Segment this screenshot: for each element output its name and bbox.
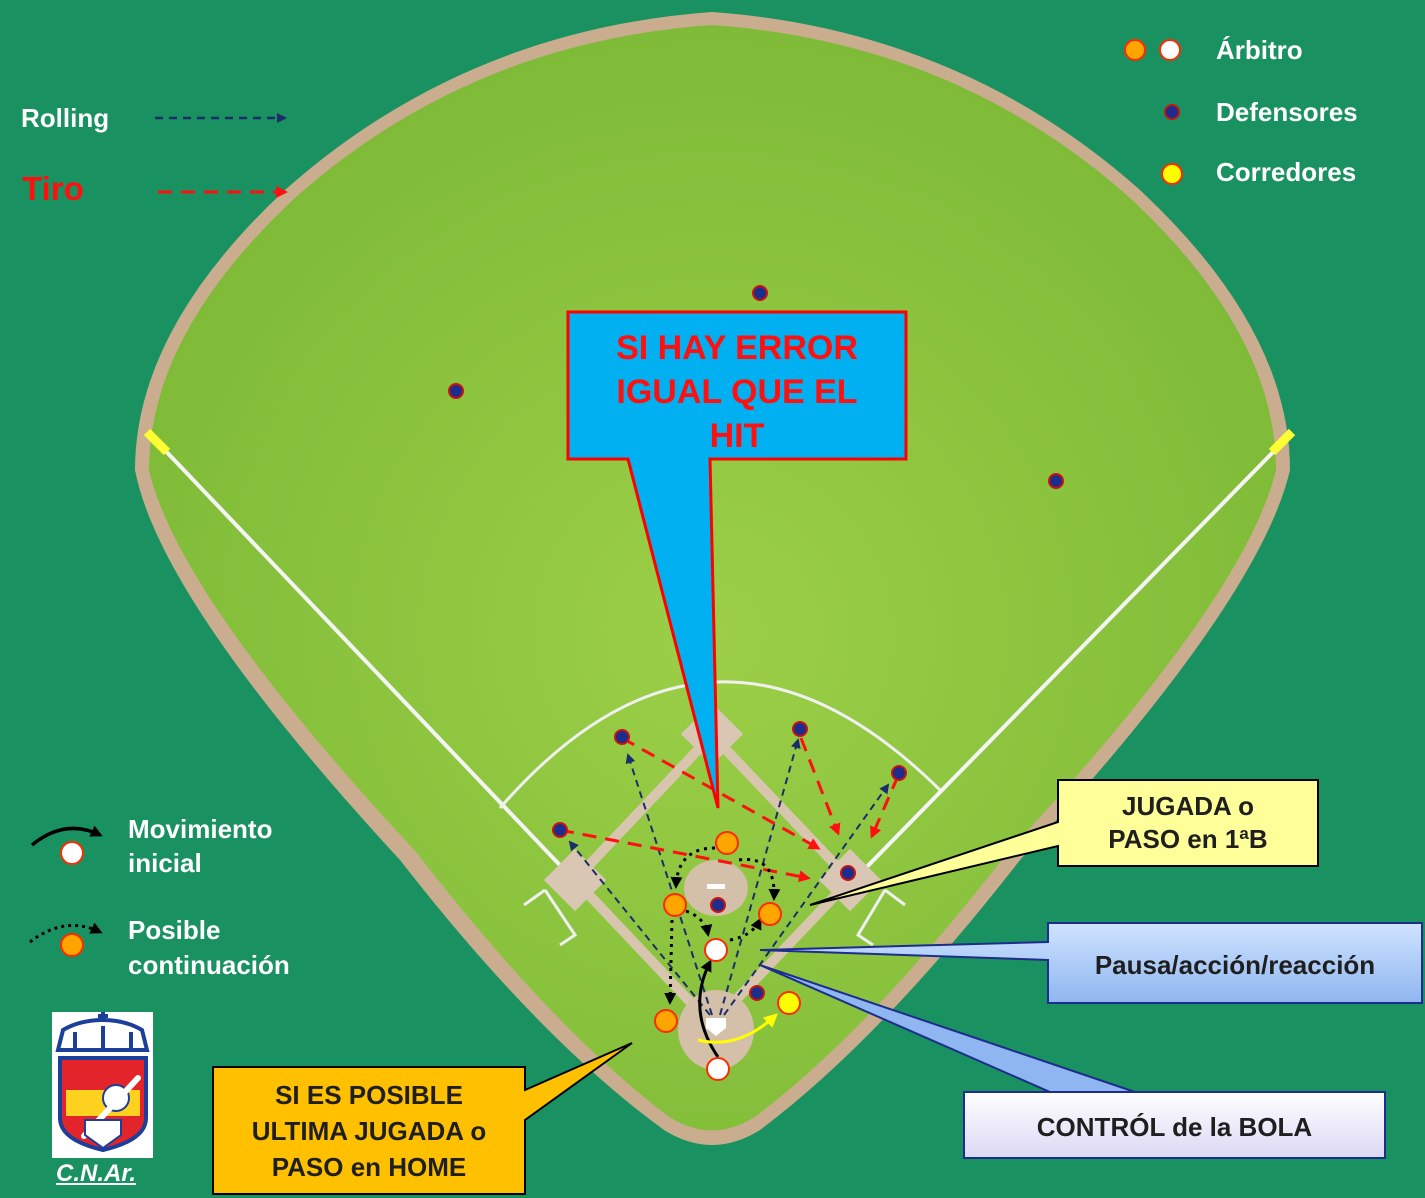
legend-continuation-arrow [29,922,103,944]
continuation-arrow-center-to-right [729,917,762,942]
continuation-arrow-left-to-home [664,919,677,1005]
defender-legend-label: Defensores [1216,97,1358,127]
umpire-position-center [704,938,728,962]
home-callout-line1: SI ES POSIBLE [275,1080,463,1110]
throw-arrow-firstbase-to-bag [870,775,900,839]
umpire-position-near-home [654,1009,678,1033]
umpire-position-behind-second [715,831,739,855]
continuation-legend-label-line1: Posible [128,915,221,945]
third-base [543,848,607,912]
pause-callout-shape [759,922,1423,1004]
pitcher-rubber [707,884,725,889]
defender-right-field [1048,473,1064,489]
first-coach-box [855,888,906,947]
pause-callout-text: Pausa/acción/reacción [1094,950,1376,980]
throw-arrow-second-to-first [799,737,841,836]
defender-first-base-deep [891,765,907,781]
first-base-callout-line2: PASO en 1ªB [1108,824,1268,854]
control-callout-shape [963,1091,1386,1159]
defender-center-field [752,285,768,301]
third-coach-box [523,888,578,947]
umpire-continuation-arrows [664,846,781,1005]
runner-position [777,991,801,1015]
defender-second-base [792,721,808,737]
control-callout-text: CONTRÓL de la BOLA [1036,1112,1313,1142]
rolling-arrow-to-short [625,753,713,1016]
left-foul-pole [143,428,171,456]
umpire-position-right-of-mound [758,902,782,926]
legend-umpire-orange-marker [1124,39,1146,61]
cnar-logo [52,1012,153,1158]
logo-caption: C.N.Ar. [56,1160,137,1187]
defender-third-base [552,822,568,838]
defender-shortstop [614,729,630,745]
continuation-legend-label-line2: continuación [128,950,290,980]
rolling-legend-label: Rolling [21,103,110,133]
first-base-callout-text: JUGADA o PASO en 1ªB [1060,790,1316,856]
legend-umpire-white-marker [1159,39,1181,61]
legend-runner-marker [1161,163,1183,185]
legend-continuation-circle [60,933,84,957]
continuation-arrow-to-center-u [685,909,713,937]
error-callout-line2: IGUAL QUE EL [616,373,858,411]
umpire-legend-label: Árbitro [1216,35,1303,65]
rolling-arrow-to-third [568,840,711,1016]
legend-movement-circle [60,841,84,865]
throw-arrow-short-to-first [621,736,821,850]
throw-arrow-third-to-first [559,828,811,883]
first-base-callout-line1: JUGADA o [1122,791,1254,821]
defender-catcher [749,985,765,1001]
throw-legend-label: Tiro [22,170,84,207]
error-callout-line3: HIT [709,417,765,455]
home-callout-shape [212,1042,633,1195]
error-callout-shape [566,310,908,809]
defender-pitcher [710,897,726,913]
home-callout-line2: ULTIMA JUGADA o [251,1116,487,1146]
home-callout-line3: PASO en HOME [271,1152,467,1182]
home-callout-text: SI ES POSIBLE ULTIMA JUGADA o PASO en HO… [215,1077,523,1185]
defender-left-field [448,383,464,399]
legend-defender-marker [1164,104,1180,120]
movement-legend-label-line2: inicial [128,848,202,878]
runner-arrow [697,1013,778,1044]
home-plate [706,1018,726,1036]
error-callout-text: SI HAY ERROR IGUAL QUE EL HIT [570,326,904,458]
umpire-position-start [706,1057,730,1081]
runner-legend-label: Corredores [1216,157,1357,187]
legend-movement-arrow [30,825,103,847]
control-callout-pointer [759,964,1136,1093]
defender-first-base [840,865,856,881]
throw-arrows [559,736,900,883]
rolling-arrows [568,738,890,1016]
umpire-initial-movement-arrow [698,959,720,1058]
error-callout-line1: SI HAY ERROR [616,329,858,367]
right-foul-pole [1268,428,1296,456]
first-base-callout-shape [809,779,1319,906]
umpire-position-left-of-mound [663,893,687,917]
movement-legend-label-line1: Movimiento [128,814,273,844]
